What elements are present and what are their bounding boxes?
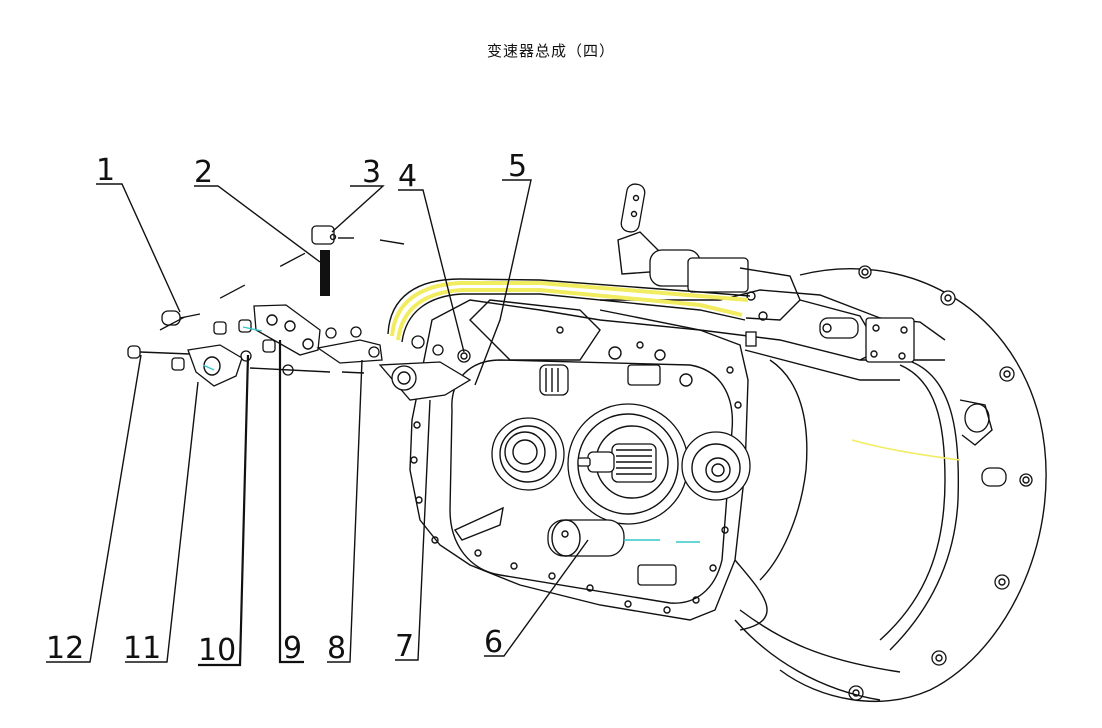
callout-11: 11	[123, 631, 161, 666]
callout-leaders	[46, 179, 589, 667]
spline-shaft	[616, 449, 652, 475]
part-12-bolt	[127, 345, 141, 359]
callout-numbers: 1 2 3 4 5 6 7 8 9 10 11 12	[46, 149, 527, 668]
callout-1: 1	[96, 153, 115, 188]
callout-3: 3	[362, 155, 381, 190]
callout-2: 2	[194, 155, 213, 190]
callout-4: 4	[398, 159, 417, 194]
countershaft-bearing	[491, 417, 565, 491]
shift-cylinder	[617, 183, 915, 363]
diagram-title: 变速器总成（四）	[486, 42, 615, 60]
reverse-idler-bearing	[681, 431, 751, 501]
callout-8: 8	[327, 631, 346, 666]
flywheel-housing	[734, 265, 1047, 702]
assembly-axis-line	[159, 239, 331, 331]
part-6-plug	[453, 506, 700, 586]
part-2-spring	[320, 250, 330, 296]
callout-6: 6	[484, 625, 503, 660]
callout-12: 12	[46, 631, 84, 666]
part-1-pin	[161, 310, 181, 326]
part-11-plate	[187, 344, 243, 387]
exploded-parts	[127, 225, 472, 401]
callout-9: 9	[283, 631, 302, 666]
air-tubes	[387, 278, 961, 461]
shift-mechanism	[469, 289, 946, 396]
callout-7: 7	[395, 629, 414, 664]
callout-10: 10	[198, 633, 236, 668]
part-8-lever	[316, 339, 383, 364]
mainshaft-bearing	[567, 403, 689, 525]
callout-5: 5	[508, 149, 527, 184]
